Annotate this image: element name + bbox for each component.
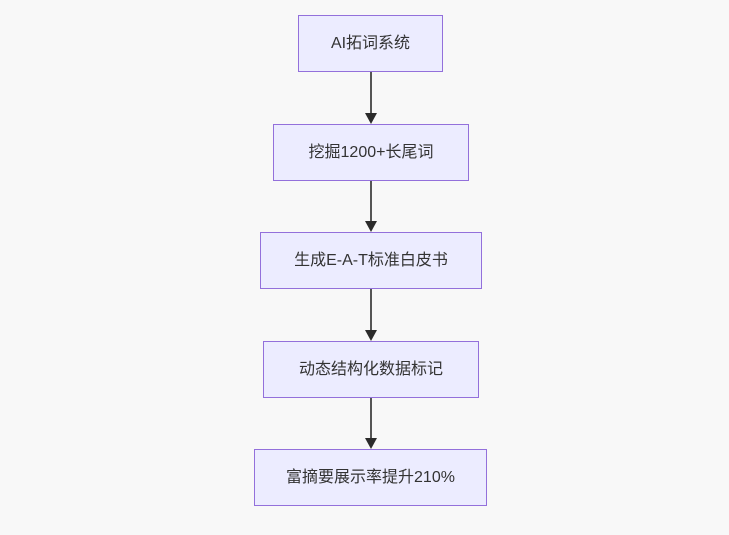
- flowchart-edge-2: [365, 181, 377, 232]
- flowchart-node-ai-word-expansion: AI拓词系统: [298, 15, 443, 72]
- arrow-down-icon: [365, 221, 377, 232]
- flowchart-node-longtail-mining: 挖掘1200+长尾词: [273, 124, 469, 181]
- edge-line: [370, 181, 372, 221]
- flowchart-edge-4: [365, 398, 377, 449]
- flowchart-node-eat-whitepaper: 生成E-A-T标准白皮书: [260, 232, 482, 289]
- flowchart-edge-3: [365, 289, 377, 341]
- node-label: AI拓词系统: [330, 34, 411, 52]
- flowchart-edge-1: [365, 72, 377, 124]
- node-label: 生成E-A-T标准白皮书: [294, 251, 448, 269]
- edge-line: [370, 72, 372, 113]
- flowchart-node-rich-snippet-result: 富摘要展示率提升210%: [254, 449, 487, 506]
- node-label: 动态结构化数据标记: [298, 360, 443, 378]
- node-label: 挖掘1200+长尾词: [308, 143, 434, 161]
- arrow-down-icon: [365, 438, 377, 449]
- arrow-down-icon: [365, 113, 377, 124]
- flowchart-node-structured-data: 动态结构化数据标记: [263, 341, 479, 398]
- node-label: 富摘要展示率提升210%: [286, 468, 455, 486]
- edge-line: [370, 398, 372, 438]
- edge-line: [370, 289, 372, 330]
- arrow-down-icon: [365, 330, 377, 341]
